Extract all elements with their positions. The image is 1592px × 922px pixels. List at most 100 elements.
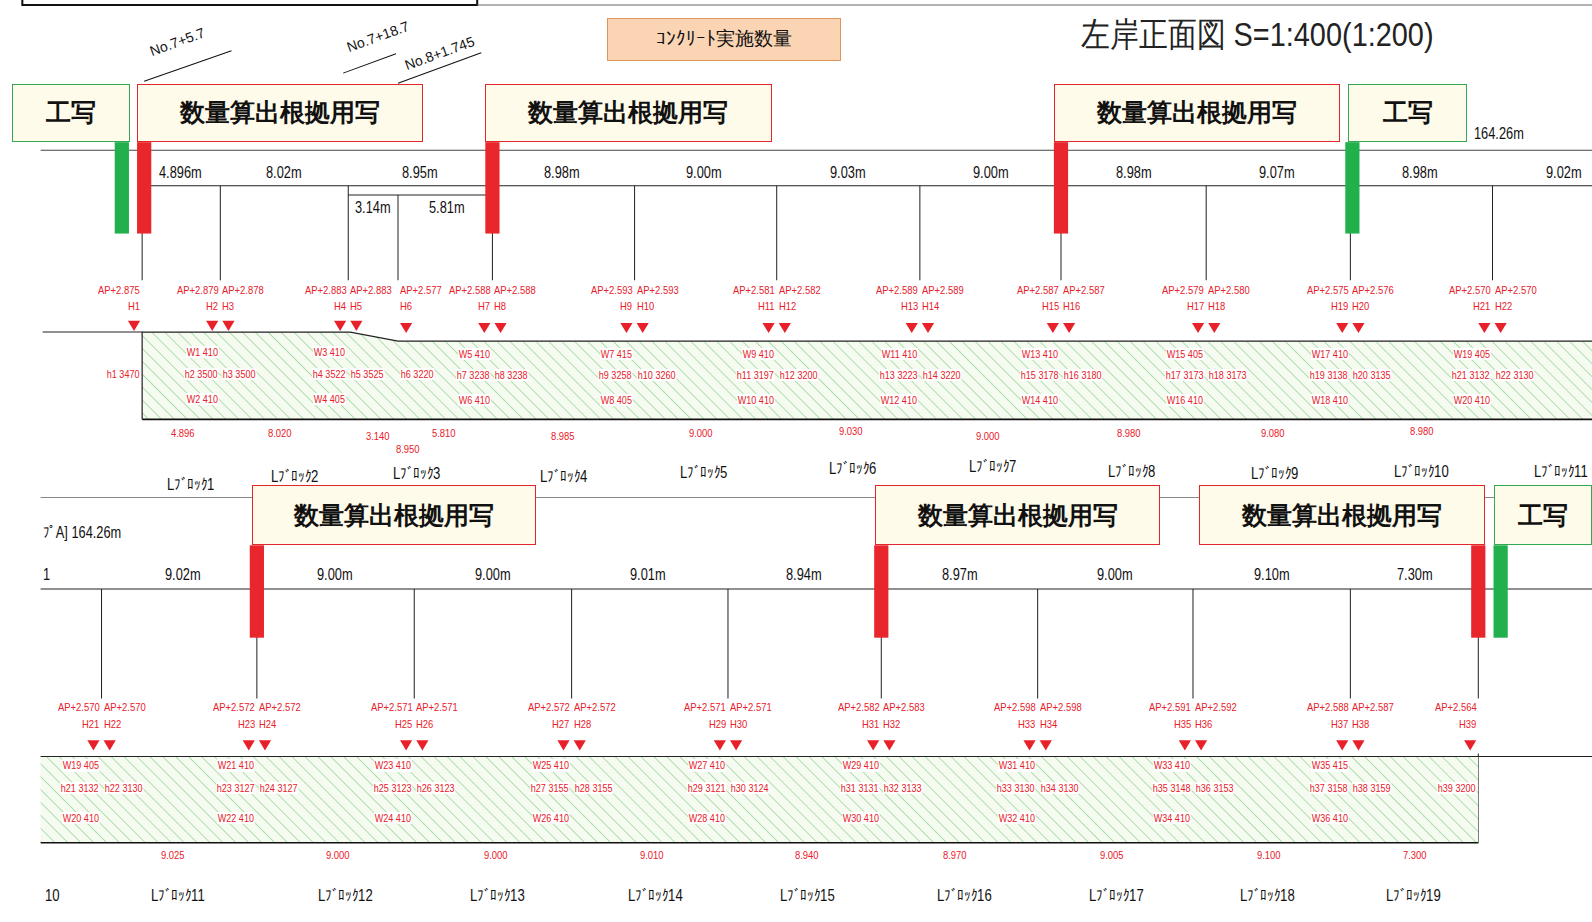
section-dimension: h9 3258 [598,369,632,381]
elevation-label: AP+2.587 [1063,284,1105,297]
section-dimension: W28 410 [688,812,726,824]
block-name: Lﾌﾞﾛｯｸ17 [1089,887,1144,905]
box-text: 工写 [1518,502,1568,530]
elevation-label: AP+2.593 [637,284,679,297]
section-dimension: W19 405 [1453,348,1491,360]
length-value: 9.000 [326,849,350,862]
block-name: Lﾌﾞﾛｯｸ11 [151,887,205,905]
block-name: Lﾌﾞﾛｯｸ18 [1240,887,1295,905]
section-dimension: h4 3522 [312,368,346,380]
section-dimension: h38 3159 [1352,782,1391,794]
elevation-label: AP+2.588 [1307,701,1349,714]
block-name: Lﾌﾞﾛｯｸ6 [829,460,876,478]
block-name: Lﾌﾞﾛｯｸ4 [540,468,587,486]
elevation-label: AP+2.580 [1208,284,1250,297]
section-dimension: h8 3238 [494,369,528,381]
section-dimension: h11 3197 [736,369,775,381]
section-dimension: h20 3135 [1352,369,1391,381]
dimension-label: 9.00m [317,566,353,584]
length-value: 8.940 [795,849,819,862]
elevation-label: H10 [637,300,654,313]
box-text: 数量算出根拠用写 [528,99,728,127]
elevation-label: H9 [620,300,632,313]
section-dimension: W21 410 [217,759,255,771]
length-value: 8.020 [268,427,292,440]
section-dimension: W7 415 [600,348,633,360]
dimension-label: 8.95m [402,164,438,182]
elevation-label: AP+2.879 [177,284,219,297]
block-name: Lﾌﾞﾛｯｸ16 [937,887,992,905]
elevation-label: H21 [82,718,99,731]
elevation-label: AP+2.582 [838,701,880,714]
section-dimension: h34 3130 [1040,782,1079,794]
dimension-label: 8.95m [402,164,438,182]
section-dimension: h9 3258 [598,369,632,381]
section-dimension: h14 3220 [922,369,961,381]
elevation-label: H24 [259,718,276,731]
dimension-label: 3.14m [355,199,391,217]
elevation-label: AP+2.572 [528,701,570,714]
elevation-label: H17 [1187,300,1204,313]
section-dimension: W5 410 [458,348,491,360]
dimension-label: 9.03m [830,164,866,182]
elevation-label: AP+2.598 [1040,701,1082,714]
elevation-label: H32 [883,718,900,731]
length-value: 9.080 [1261,427,1285,440]
elevation-label: H37 [1331,718,1348,731]
elevation-label: AP+2.570 [58,701,100,714]
section-dimension: h18 3173 [1208,369,1247,381]
quantity-header-box: ｺﾝｸﾘｰﾄ実施数量 [607,18,841,61]
section-dimension: W27 410 [688,759,726,771]
drawing-title: 左岸正面図 S=1:400(1:200) [1081,15,1434,53]
elevation-label: H29 [709,718,726,731]
photo-box: 工写 [1348,84,1467,142]
length-value: 8.950 [396,443,420,456]
section-dimension: W19 405 [62,759,100,771]
elevation-label: H27 [552,718,569,731]
dimension-label: 9.01m [630,566,666,584]
elevation-label: AP+2.593 [591,284,633,297]
ground-line [43,332,143,333]
section-dimension: h10 3260 [637,369,676,381]
elevation-label: H31 [862,718,879,731]
section-dimension: W11 410 [881,348,918,360]
section-dimension: W22 410 [217,812,255,824]
block-name: Lﾌﾞﾛｯｸ15 [780,887,835,905]
block-name: Lﾌﾞﾛｯｸ5 [680,464,727,482]
photo-box: 数量算出根拠用写 [252,485,536,545]
elevation-label: H11 [758,300,775,313]
elevation-label: H10 [637,300,654,313]
box-text: 数量算出根拠用写 [918,502,1118,530]
elevation-label: AP+2.588 [494,284,536,297]
dimension-label: 5.81m [429,199,465,217]
length-value: 5.810 [432,427,456,440]
section-dimension: W31 410 [998,759,1036,771]
section-dimension: h31 3131 [840,782,879,794]
dimension-label: 7.30m [1397,566,1433,584]
elevation-label: AP+2.564 [1435,701,1477,714]
elevation-label: H35 [1174,718,1191,731]
elevation-label: AP+2.571 [416,701,458,714]
dimension-label: 8.98m [1402,164,1438,182]
dimension-label: 4.896m [159,164,202,182]
section-dimension: h26 3123 [416,782,455,794]
section-dimension: h36 3153 [1195,782,1234,794]
section-dimension: W21 410 [217,759,255,771]
section-dimension: h25 3123 [373,782,412,794]
dimension-label: 9.00m [973,164,1009,182]
elevation-label: AP+2.587 [1352,701,1394,714]
elevation-label: H12 [779,300,796,313]
elevation-label: AP+2.582 [779,284,821,297]
elevation-label: H22 [104,718,121,731]
elevation-label: AP+2.572 [574,701,616,714]
section-dimension: W20 410 [1453,394,1491,406]
section-dimension: W14 410 [1021,394,1059,406]
elevation-label: H25 [395,718,412,731]
dimension-label: 9.00m [475,566,511,584]
elevation-label: AP+2.589 [922,284,964,297]
length-value: 8.980 [1410,425,1434,438]
elevation-label: AP+2.577 [400,284,442,297]
dimension-label: 9.07m [1259,164,1295,182]
length-value: 8.950 [396,443,420,456]
block-name: Lﾌﾞﾛｯｸ16 [937,887,992,905]
